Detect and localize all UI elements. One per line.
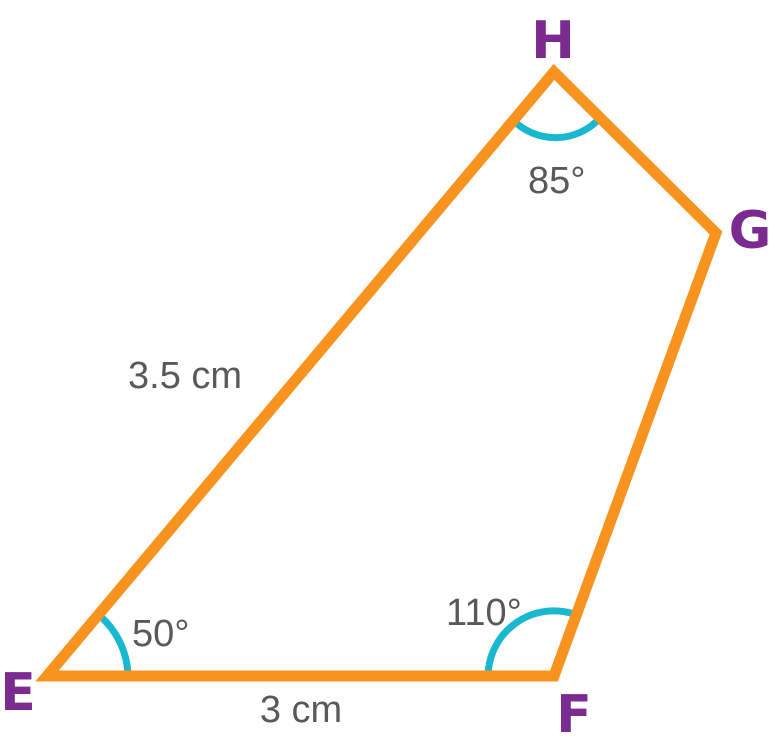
side-label-ef: 3 cm xyxy=(260,689,342,731)
angle-arc-h xyxy=(511,116,602,142)
vertex-label-h: H xyxy=(531,11,575,71)
vertex-label-e: E xyxy=(0,663,36,723)
vertex-label-f: F xyxy=(556,685,592,745)
quadrilateral-efgh xyxy=(35,63,723,682)
angle-arc-e xyxy=(97,613,132,677)
angle-label-f: 110° xyxy=(446,592,522,634)
vertex-label-g: G xyxy=(729,201,772,261)
side-label-eh: 3.5 cm xyxy=(128,355,242,397)
angle-label-h: 85° xyxy=(528,160,585,202)
angle-label-e: 50° xyxy=(132,613,189,655)
angle-arc-f xyxy=(484,607,576,677)
